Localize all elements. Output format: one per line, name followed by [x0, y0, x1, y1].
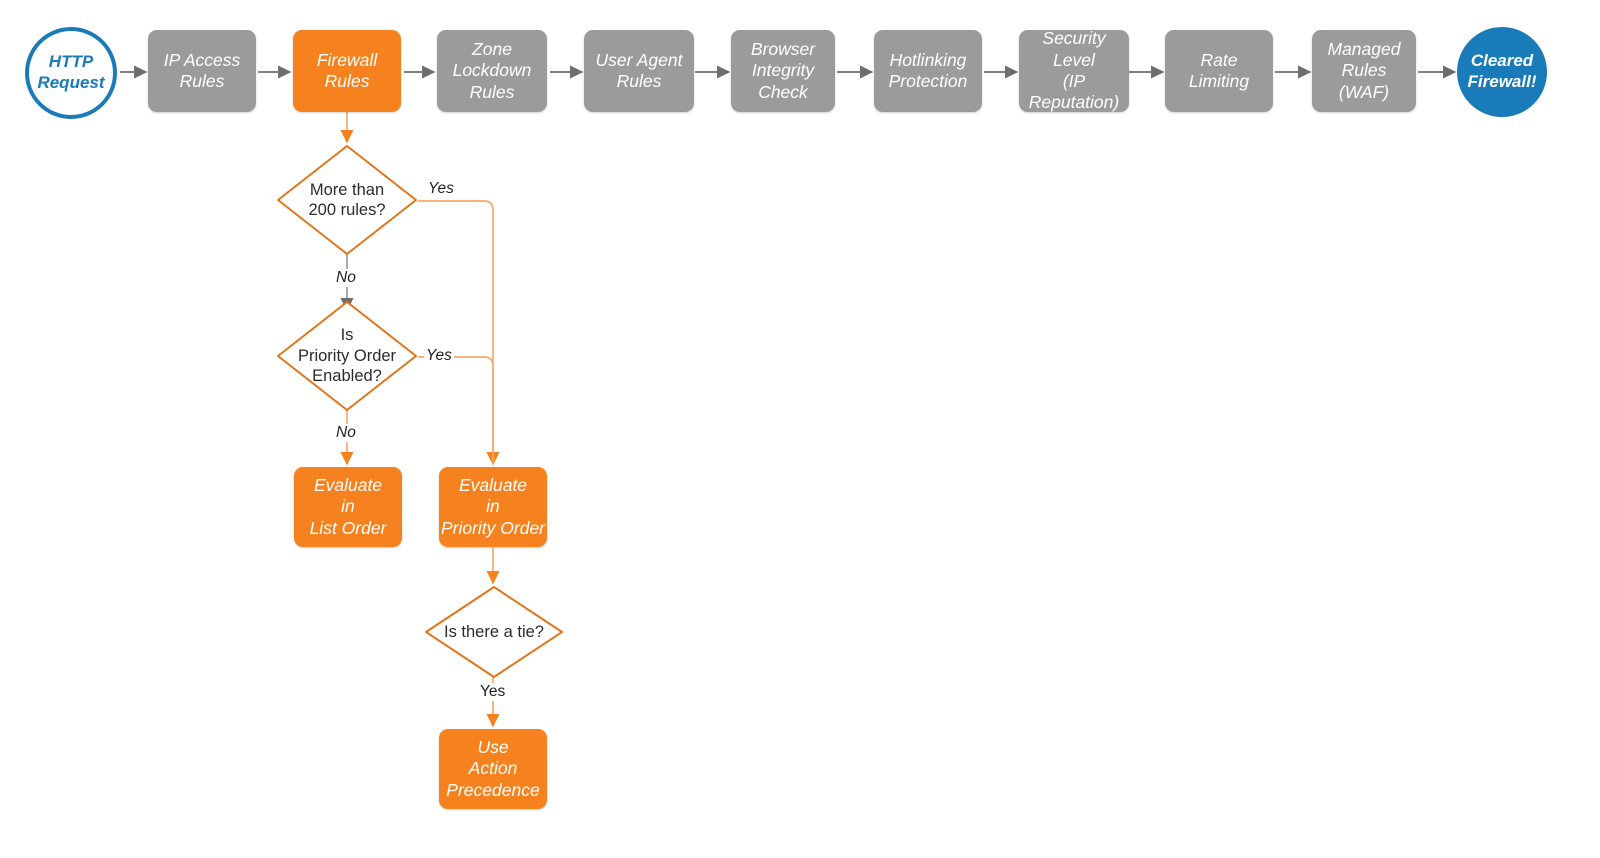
node-security-level[interactable]: Security Level (IP Reputation) [1019, 28, 1129, 113]
node-firewall-rules[interactable]: Firewall Rules [293, 30, 401, 112]
node-use-action-precedence[interactable]: Use Action Precedence [439, 729, 547, 809]
node-zone-lockdown-rules-label: Zone Lockdown Rules [452, 38, 532, 102]
node-evaluate-in-priority-order[interactable]: Evaluate in Priority Order [439, 467, 547, 547]
edge-label-yes-tie: Yes [478, 683, 508, 701]
edge-label-no-200-rules: No [334, 269, 358, 287]
diamond-shape [277, 145, 417, 255]
node-ip-access-rules[interactable]: IP Access Rules [148, 30, 256, 112]
decision-more-than-200-rules-label: More than 200 rules? [308, 180, 386, 219]
node-evaluate-in-priority-order-label: Evaluate in Priority Order [440, 474, 546, 538]
node-evaluate-in-list-order-label: Evaluate in List Order [309, 474, 387, 538]
edge-label-yes-200-rules: Yes [426, 180, 456, 198]
node-rate-limiting[interactable]: Rate Limiting [1165, 30, 1273, 112]
edge-label-yes-priority-order: Yes [424, 347, 454, 365]
node-user-agent-rules[interactable]: User Agent Rules [584, 30, 694, 112]
node-zone-lockdown-rules[interactable]: Zone Lockdown Rules [437, 30, 547, 112]
decision-is-priority-order-enabled-label: Is Priority Order Enabled? [297, 326, 397, 386]
node-hotlinking-protection[interactable]: Hotlinking Protection [874, 30, 982, 112]
decision-is-there-a-tie[interactable]: Is there a tie? [423, 584, 565, 680]
node-cleared-firewall-label: Cleared Firewall! [1467, 51, 1537, 91]
decision-more-than-200-rules[interactable]: More than 200 rules? [275, 143, 419, 257]
node-ip-access-rules-label: IP Access Rules [163, 49, 241, 91]
node-cleared-firewall[interactable]: Cleared Firewall! [1457, 27, 1547, 117]
node-browser-integrity-check-label: Browser Integrity Check [750, 38, 816, 102]
decision-is-priority-order-enabled[interactable]: Is Priority Order Enabled? [275, 299, 419, 413]
node-evaluate-in-list-order[interactable]: Evaluate in List Order [294, 467, 402, 547]
node-rate-limiting-label: Rate Limiting [1188, 49, 1250, 91]
node-security-level-label: Security Level (IP Reputation) [1028, 28, 1120, 113]
decision-is-there-a-tie-label: Is there a tie? [444, 622, 544, 641]
node-firewall-rules-label: Firewall Rules [316, 49, 378, 91]
node-managed-rules-waf[interactable]: Managed Rules (WAF) [1312, 30, 1416, 112]
edge-label-no-priority-order: No [334, 424, 358, 442]
node-managed-rules-waf-label: Managed Rules (WAF) [1327, 38, 1401, 102]
diamond-shape [425, 586, 563, 678]
diamond-shape [277, 301, 417, 411]
node-use-action-precedence-label: Use Action Precedence [446, 736, 540, 800]
node-user-agent-rules-label: User Agent Rules [595, 49, 683, 91]
node-http-request-label: HTTP Request [37, 52, 105, 92]
node-hotlinking-protection-label: Hotlinking Protection [888, 49, 968, 91]
node-browser-integrity-check[interactable]: Browser Integrity Check [731, 30, 835, 112]
node-http-request[interactable]: HTTP Request [25, 27, 117, 119]
